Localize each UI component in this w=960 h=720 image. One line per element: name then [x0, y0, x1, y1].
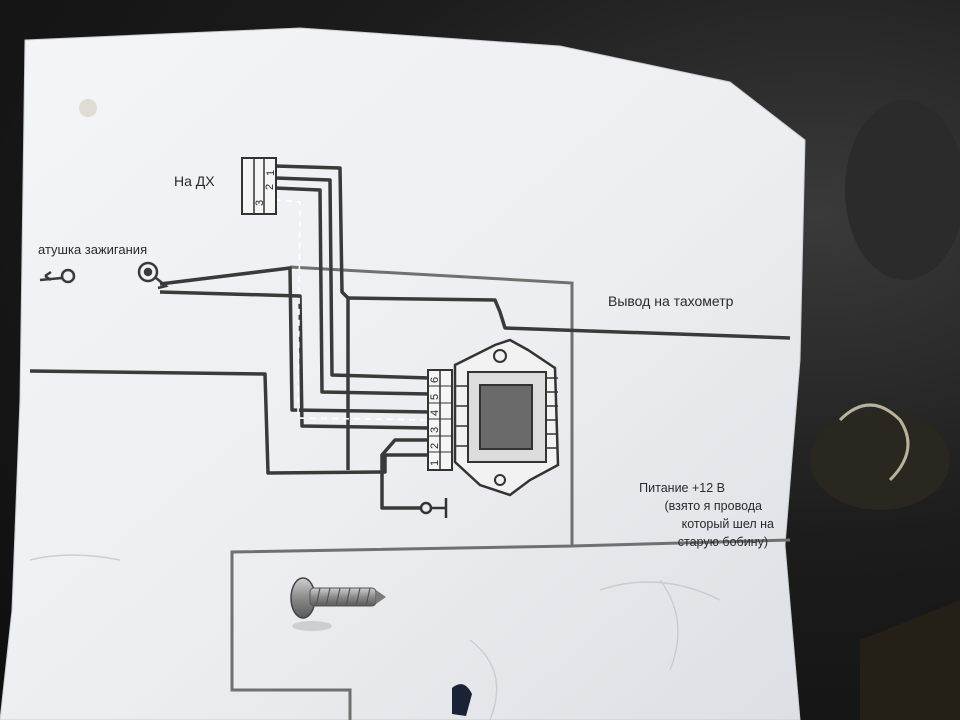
power-label-line: Питание +12 В [639, 481, 725, 495]
blue-mark [452, 684, 472, 716]
power-wire [29, 369, 430, 475]
power-label-line: (взято я провода [664, 499, 762, 513]
paper-stain [79, 99, 97, 117]
module-pin: 5 [429, 394, 441, 400]
connector-pin-labels: 3 2 1 [254, 170, 277, 206]
coil-wire-1 [159, 266, 431, 414]
screw [290, 577, 386, 631]
sensor-wire-1 [274, 164, 350, 470]
paper-sheet [0, 27, 806, 720]
module-pin: 3 [429, 427, 441, 433]
module-pin-labels: 1 2 3 4 5 6 [429, 377, 441, 466]
tachometer-wire [347, 296, 791, 340]
module-connector [427, 369, 453, 471]
connector-pin: 3 [254, 200, 266, 206]
module-pin: 4 [429, 410, 441, 416]
module-pin: 2 [429, 443, 441, 449]
connector-pin: 2 [264, 184, 276, 190]
sensor-wire-3 [274, 186, 431, 396]
dashed-wire [274, 199, 431, 421]
power-label-line: который шел на [682, 517, 774, 531]
background-clutter [810, 100, 960, 720]
coil-label: атушка зажигания [38, 242, 147, 257]
ground-terminal [419, 501, 433, 515]
sensor-label: На ДХ [174, 173, 215, 189]
ignition-module [453, 338, 560, 497]
sensor-wire-2 [274, 176, 431, 380]
module-pin: 6 [429, 377, 441, 383]
ground-wire [380, 438, 430, 510]
coil-wire-2 [159, 290, 431, 430]
paper-creases [29, 554, 721, 720]
module-pin: 1 [429, 460, 441, 466]
tachometer-label: Вывод на тахометр [608, 293, 734, 309]
coil-terminals [39, 261, 169, 290]
power-label: Питание +12 В (взято я провода который ш… [639, 481, 774, 549]
connector-pin: 1 [265, 170, 277, 176]
wires [29, 164, 791, 510]
power-label-line: старую бобину) [678, 535, 768, 549]
module-frame [230, 265, 791, 720]
sensor-connector [241, 157, 277, 215]
